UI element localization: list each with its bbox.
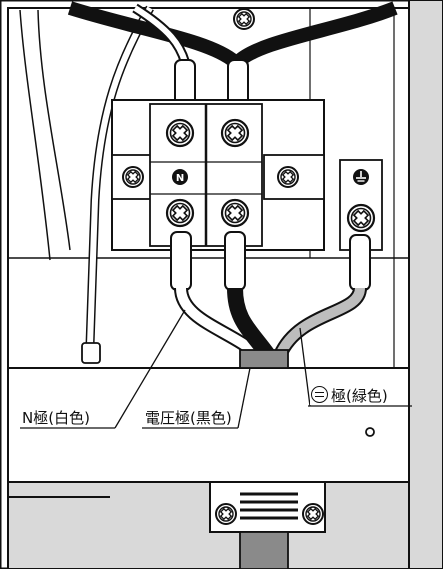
cable-sheath — [239, 349, 289, 369]
top-mount-screw-icon — [233, 8, 255, 30]
earth-ground-icon — [311, 386, 328, 403]
ground-label: 極(緑色) — [310, 386, 389, 405]
terminal-screw-icon — [165, 118, 195, 148]
gland-screw-icon — [302, 503, 324, 525]
neutral-mark-badge — [172, 169, 188, 185]
ground-screw-icon — [346, 203, 376, 233]
voltage-label: 電圧極(黒色) — [144, 409, 233, 427]
gland-screw-icon — [215, 503, 237, 525]
cover-hole — [365, 427, 375, 437]
terminal-screw-icon — [220, 118, 250, 148]
neutral-label: N極(白色) — [21, 409, 91, 427]
side-wall — [408, 0, 443, 569]
terminal-screw-icon — [165, 198, 195, 228]
mount-screw-icon — [122, 166, 144, 188]
mount-screw-icon — [277, 166, 299, 188]
neutral-mark: N — [176, 173, 184, 184]
terminal-screw-icon — [220, 198, 250, 228]
ground-label-text: 極(緑色) — [331, 387, 388, 405]
